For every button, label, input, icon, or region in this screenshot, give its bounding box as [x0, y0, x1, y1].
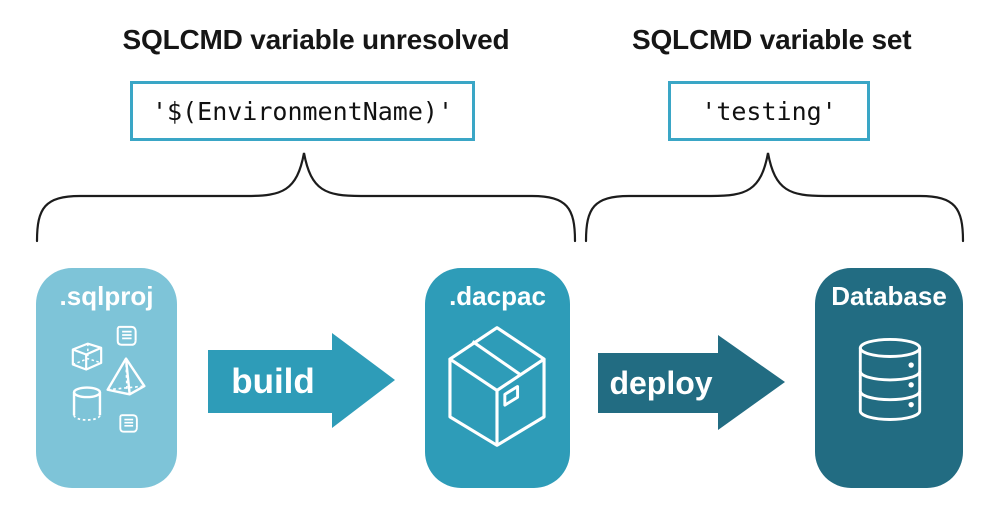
build-arrow: build — [208, 333, 396, 429]
sqlproj-label: .sqlproj — [59, 281, 154, 311]
deploy-arrow-label: deploy — [609, 364, 713, 401]
cylinder-icon — [72, 386, 102, 421]
cube-icon — [71, 342, 103, 371]
dacpac-node: .dacpac — [425, 268, 570, 488]
database-label: Database — [831, 281, 947, 311]
database-node: Database — [815, 268, 963, 488]
package-icon — [448, 326, 546, 447]
right-brace-icon — [584, 152, 965, 243]
code-box-testing-value: 'testing' — [668, 81, 870, 141]
arrow-right-icon — [208, 333, 395, 428]
arrow-right-icon — [598, 335, 785, 430]
code-box-environment-variable: '$(EnvironmentName)' — [130, 81, 475, 141]
build-arrow-label: build — [231, 361, 315, 401]
database-icon — [858, 337, 922, 421]
deploy-arrow: deploy — [598, 335, 786, 430]
pyramid-icon — [106, 357, 146, 396]
left-brace-icon — [35, 152, 577, 243]
sqlproj-node: .sqlproj — [36, 268, 177, 488]
scroll-icon — [119, 414, 138, 433]
scroll-icon — [116, 325, 137, 346]
heading-sqlcmd-set: SQLCMD variable set — [632, 24, 912, 55]
heading-sqlcmd-unresolved: SQLCMD variable unresolved — [122, 24, 510, 55]
dacpac-label: .dacpac — [449, 281, 546, 311]
